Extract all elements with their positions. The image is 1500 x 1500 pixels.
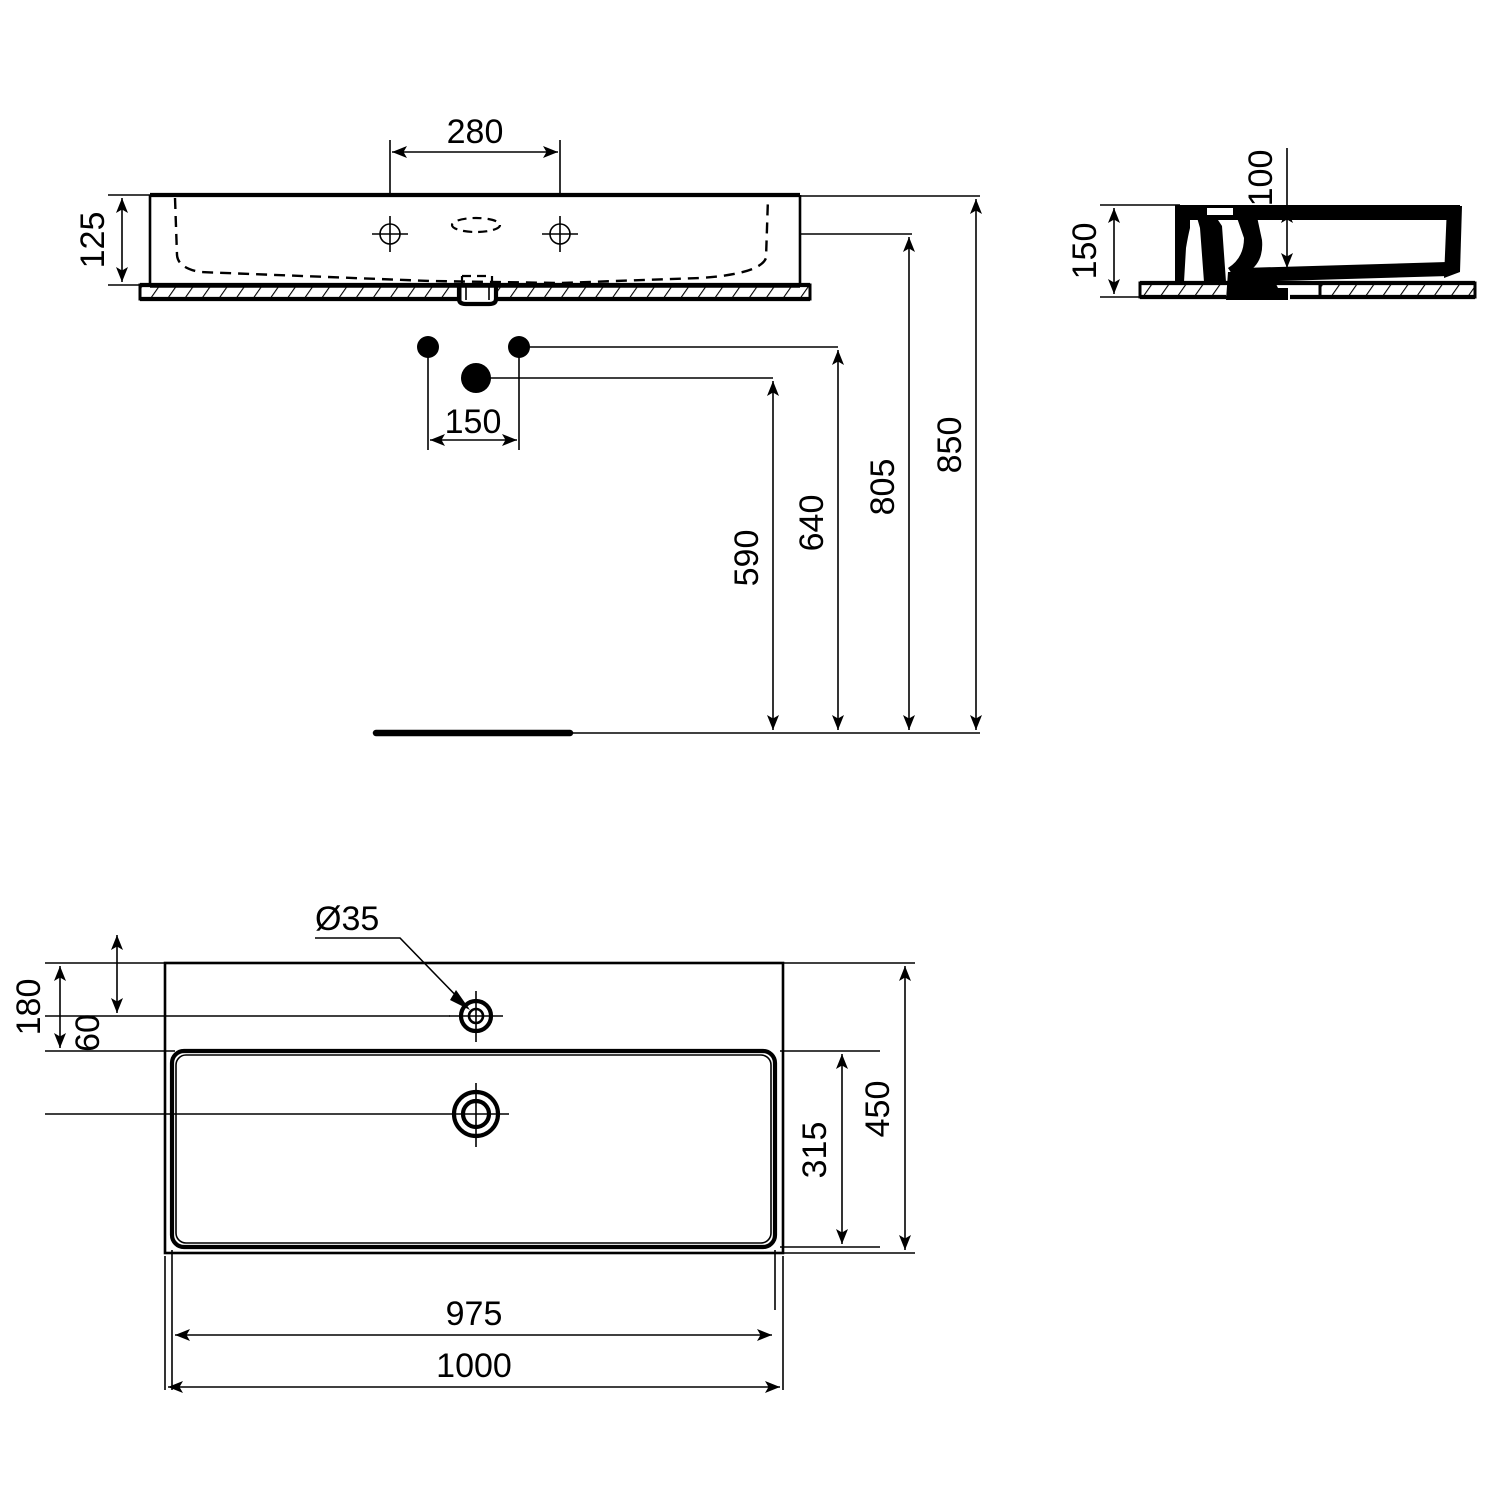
taphole-right-marker (542, 216, 578, 252)
plan-outer-outline (163, 961, 785, 1255)
dimension-label-975: 975 (446, 1295, 503, 1333)
dimension-280: 280 (389, 113, 561, 196)
taphole-left-marker (372, 216, 408, 252)
waste-plan-marker (443, 1083, 509, 1147)
dimension-180: 180 (10, 966, 66, 1048)
dimension-100-side: 100 (1242, 148, 1293, 268)
dimension-label-150-side: 150 (1066, 223, 1104, 280)
front-elevation-view: 280 125 (74, 113, 982, 737)
dimension-150-side: 150 (1066, 204, 1180, 298)
plan-view: Ø35 180 60 (10, 900, 915, 1393)
side-basin-section-body (1175, 205, 1462, 300)
dimension-805: 805 (800, 233, 915, 730)
plan-bowl-outline (169, 1048, 778, 1250)
side-section-view: 150 100 (1066, 148, 1477, 300)
dimension-590: 590 (728, 381, 779, 730)
service-connection-points (417, 336, 838, 450)
dimension-label-280: 280 (447, 113, 504, 151)
dimension-label-590: 590 (728, 530, 766, 587)
dimension-125: 125 (74, 194, 152, 286)
dimension-label-125: 125 (74, 212, 112, 269)
dimension-label-450: 450 (859, 1081, 897, 1138)
dimension-label-180: 180 (10, 979, 48, 1036)
dimension-label-850: 850 (931, 417, 969, 474)
dimension-label-150-front: 150 (445, 403, 502, 441)
basin-inner-profile-hidden (173, 197, 770, 285)
dimension-315: 315 (796, 1054, 848, 1244)
dimension-label-100-side: 100 (1242, 150, 1280, 207)
dimension-60: 60 (69, 935, 123, 1052)
dimension-850: 850 (800, 195, 982, 730)
dimension-label-805: 805 (864, 459, 902, 516)
plan-right-extension-lines (780, 962, 915, 1254)
dimension-label-1000: 1000 (436, 1347, 512, 1385)
plan-left-extension-lines (45, 962, 450, 1115)
dimension-label-640: 640 (793, 495, 831, 552)
dimension-640: 640 (793, 350, 844, 730)
dimension-450: 450 (859, 966, 911, 1250)
dimension-label-60: 60 (69, 1014, 107, 1052)
side-wall-slab-hatched (1138, 280, 1477, 300)
wall-slab-hatched (138, 282, 812, 302)
dimension-label-315: 315 (796, 1122, 834, 1179)
diameter-callout-leader: Ø35 (315, 900, 470, 1010)
overflow-slot (450, 216, 502, 234)
diameter-callout-label: Ø35 (315, 900, 379, 938)
dimension-1000: 1000 (168, 1347, 780, 1393)
taphole-plan-marker (449, 991, 503, 1042)
waste-outlet-stub (456, 274, 499, 307)
plan-bottom-extension-lines (164, 1250, 784, 1390)
dimension-975: 975 (175, 1295, 772, 1341)
dimension-150-front: 150 (430, 403, 517, 446)
